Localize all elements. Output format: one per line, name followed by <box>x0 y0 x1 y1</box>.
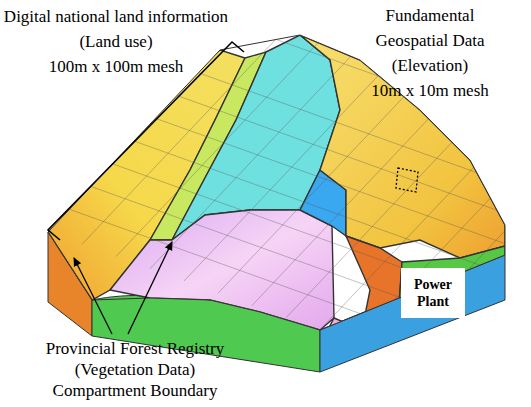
mesh-size: 10m x 10m mesh <box>360 78 500 103</box>
annotation-sub: Compartment Boundary <box>5 380 265 401</box>
annotation-title: Fundamental Geospatial Data <box>360 3 500 53</box>
mesh-size: 100m x 100m mesh <box>0 54 232 79</box>
annotation-title: Digital national land information <box>0 4 232 29</box>
power-plant-box: Power Plant <box>401 268 465 318</box>
label-group: Provincial Forest Registry(Vegetation Da… <box>5 338 265 401</box>
label-group: Fundamental Geospatial Data(Elevation)10… <box>360 3 500 103</box>
annotation-sub: (Vegetation Data) <box>5 359 265 380</box>
node-label: Power Plant <box>405 276 461 310</box>
annotation-sub: (Land use) <box>0 29 232 54</box>
label-group: Digital national land information(Land u… <box>0 4 232 79</box>
annotation-title: Provincial Forest Registry <box>5 338 265 359</box>
annotation-sub: (Elevation) <box>360 53 500 78</box>
